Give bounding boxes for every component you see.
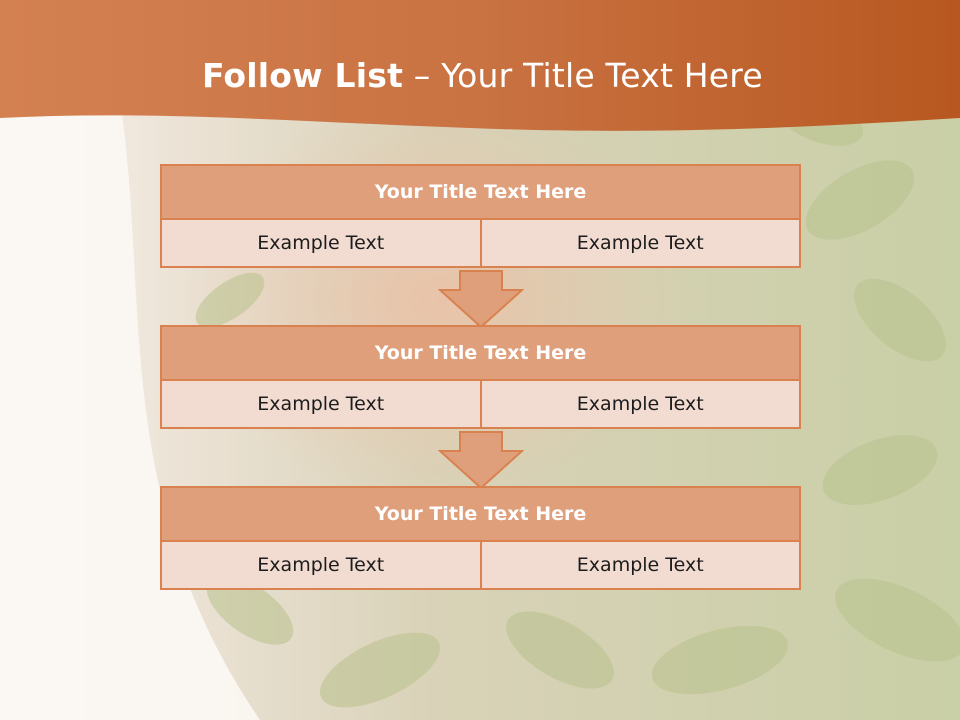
step-cell-left[interactable]: Example Text <box>160 218 482 268</box>
step-row: Example Text Example Text <box>160 379 801 429</box>
step-title[interactable]: Your Title Text Here <box>160 486 801 542</box>
step-block-3: Your Title Text Here Example Text Exampl… <box>160 486 801 590</box>
slide-title: Follow List – Your Title Text Here <box>202 56 763 96</box>
header-band <box>0 0 960 131</box>
step-row: Example Text Example Text <box>160 540 801 590</box>
down-arrow-icon <box>438 270 524 328</box>
step-row: Example Text Example Text <box>160 218 801 268</box>
step-cell-left[interactable]: Example Text <box>160 540 482 590</box>
left-fade <box>0 100 260 720</box>
step-cell-right[interactable]: Example Text <box>479 540 801 590</box>
step-block-2: Your Title Text Here Example Text Exampl… <box>160 325 801 429</box>
step-cell-right[interactable]: Example Text <box>479 379 801 429</box>
step-block-1: Your Title Text Here Example Text Exampl… <box>160 164 801 268</box>
down-arrow-icon <box>438 431 524 489</box>
step-title[interactable]: Your Title Text Here <box>160 325 801 381</box>
step-cell-left[interactable]: Example Text <box>160 379 482 429</box>
step-title[interactable]: Your Title Text Here <box>160 164 801 220</box>
slide-title-rest: – Your Title Text Here <box>403 56 763 95</box>
step-cell-right[interactable]: Example Text <box>479 218 801 268</box>
slide-title-bold: Follow List <box>202 56 404 95</box>
leaf-shapes <box>195 94 960 708</box>
